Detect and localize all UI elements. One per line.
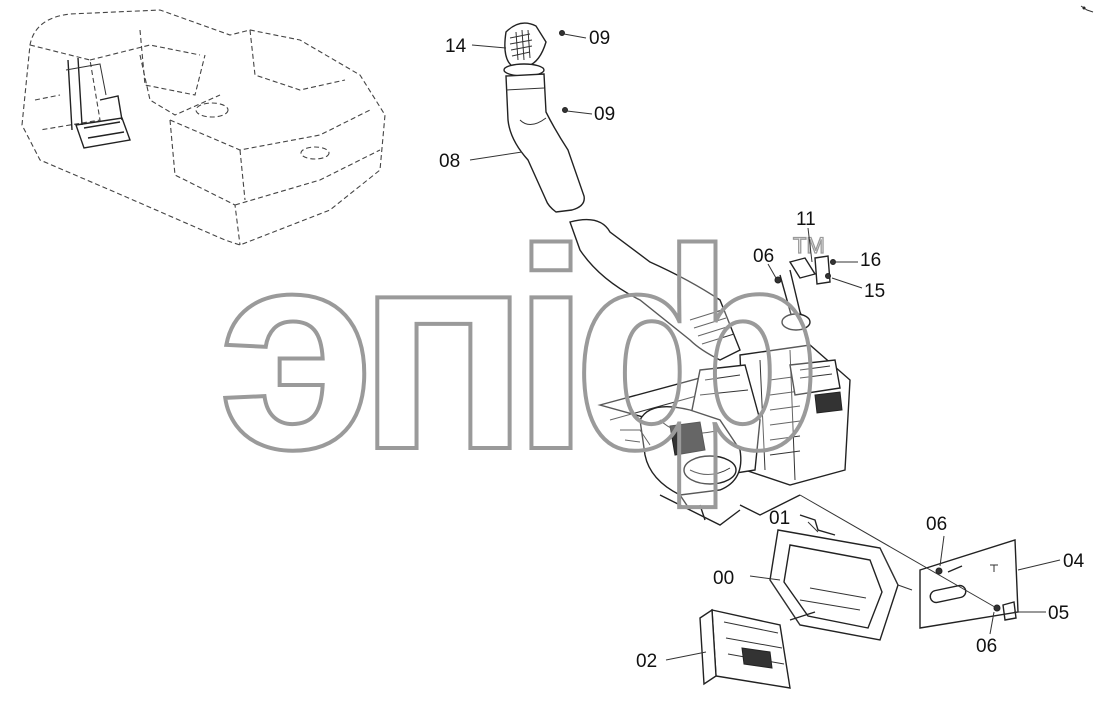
vent-frame xyxy=(769,514,913,641)
callout-01: 01 xyxy=(769,508,790,529)
callout-06-bottom: 06 xyxy=(976,636,997,657)
callout-15: 15 xyxy=(864,281,885,302)
callout-02: 02 xyxy=(636,651,657,672)
callout-06-bracket: 06 xyxy=(753,246,774,267)
callout-11: 11 xyxy=(796,209,816,230)
side-cover xyxy=(799,494,1019,629)
air-intake-duct xyxy=(503,22,741,361)
leader-lines xyxy=(469,30,1061,661)
watermark-text: эпіф xyxy=(218,191,813,510)
filter-element xyxy=(699,608,816,689)
machine-overview xyxy=(21,9,386,246)
bracket-assembly xyxy=(774,255,836,285)
watermark: эпіф TM xyxy=(216,189,833,512)
callout-08: 08 xyxy=(439,151,460,172)
callout-labels: 14 09 09 08 11 06 16 15 01 06 04 00 05 0… xyxy=(439,28,1085,672)
callout-05: 05 xyxy=(1048,603,1069,624)
hvac-unit xyxy=(597,269,851,526)
callout-00: 00 xyxy=(713,568,734,589)
callout-06-cover: 06 xyxy=(926,514,947,535)
callout-14: 14 xyxy=(445,36,467,57)
callout-09-middle: 09 xyxy=(594,104,615,125)
callout-16: 16 xyxy=(860,250,881,271)
callout-04: 04 xyxy=(1063,551,1085,572)
callout-09-top: 09 xyxy=(589,28,610,49)
corner-mark xyxy=(1080,5,1094,13)
